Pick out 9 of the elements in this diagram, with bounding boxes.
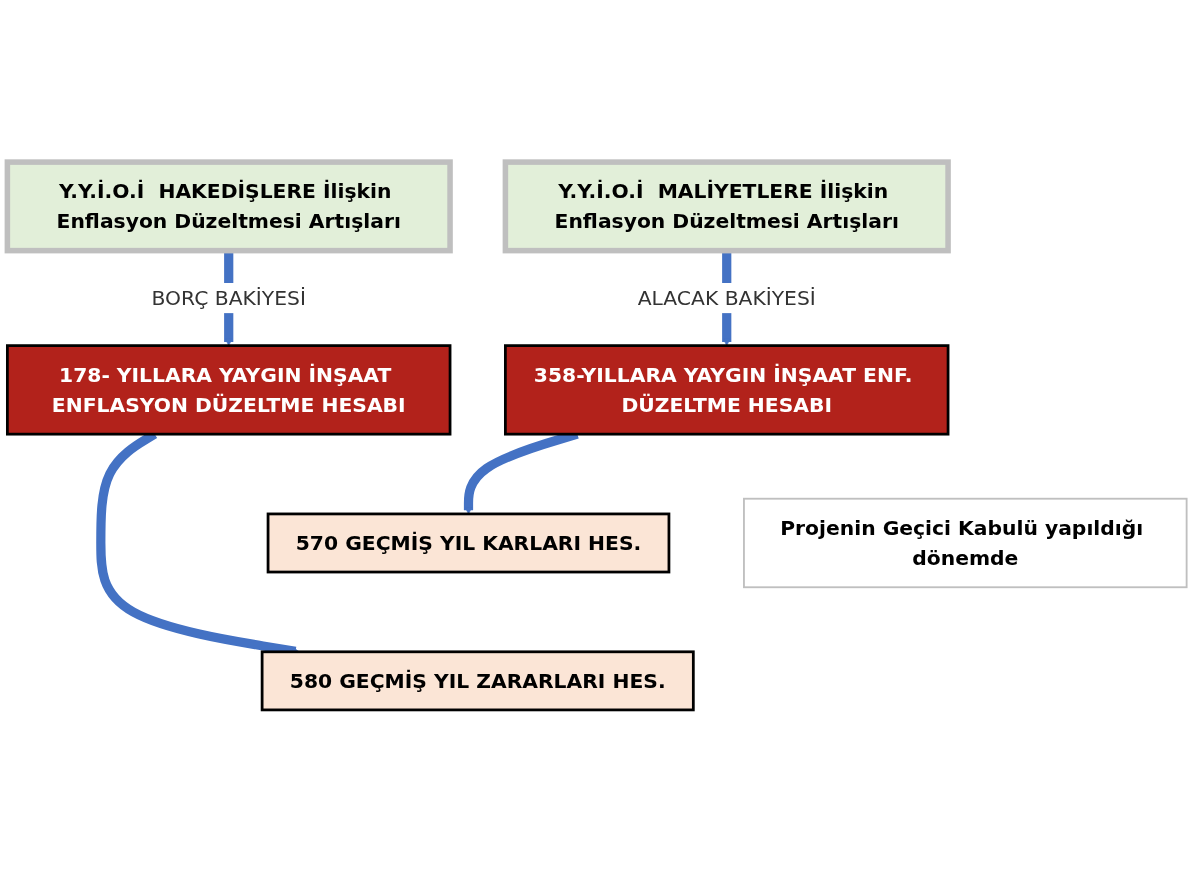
node-box: 178- YILLARA YAYGIN İNŞAAT ENFLASYON DÜZELTME HESABI bbox=[6, 344, 452, 436]
edge-label: BORÇ BAKİYESİ bbox=[151, 286, 306, 310]
node-box: Y.Y.İ.O.İ HAKEDİŞLERE İlişkin Enflasyon Düzeltmesi Artışları bbox=[4, 159, 453, 254]
node-box: Y.Y.İ.O.İ MALİYETLERE İlişkin Enflasyon Düzeltmesi Artışları bbox=[502, 159, 951, 254]
node-box: 580 GEÇMİŞ YIL ZARARLARI HES. bbox=[260, 650, 695, 712]
edge-label: ALACAK BAKİYESİ bbox=[637, 286, 816, 310]
node-box: 570 GEÇMİŞ YIL KARLARI HES. bbox=[266, 512, 671, 574]
node-box: Projenin Geçici Kabulü yapıldığı dönemde bbox=[743, 497, 1188, 589]
node-box: 358-YILLARA YAYGIN İNŞAAT ENF. DÜZELTME HESABI bbox=[504, 344, 950, 436]
